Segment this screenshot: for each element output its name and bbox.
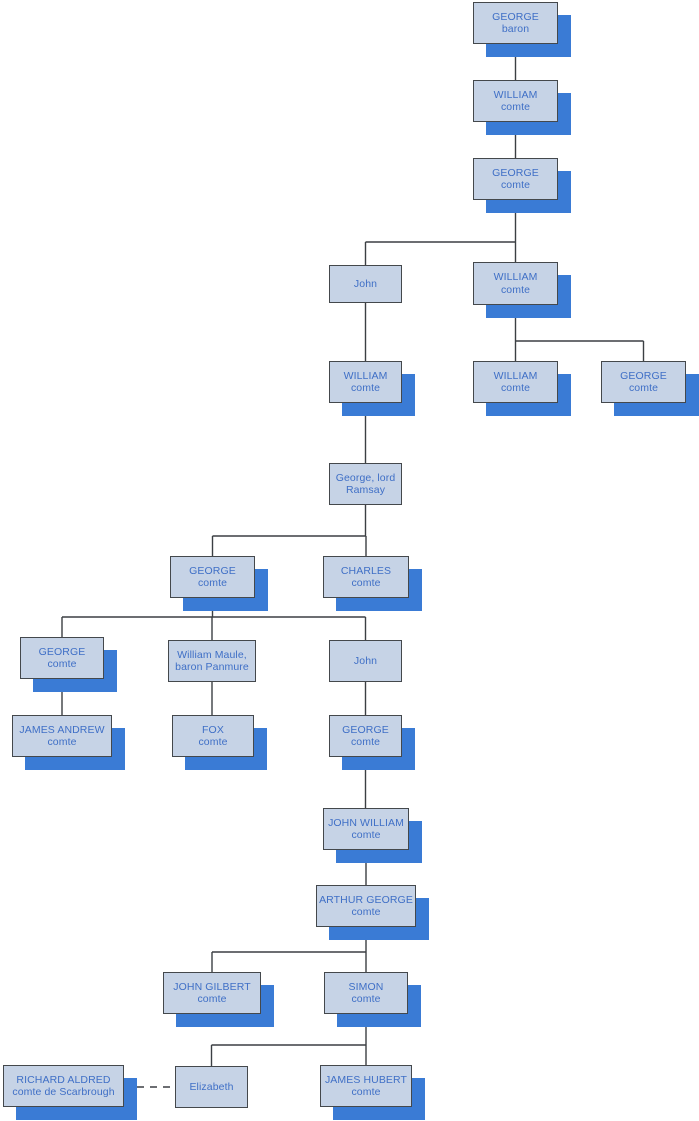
person-name: George, lord [335, 471, 396, 484]
person-name: JAMES HUBERT [324, 1073, 408, 1086]
person-title: comte [350, 382, 381, 394]
person-title: comte [628, 382, 659, 394]
person-title: comte [197, 577, 228, 589]
person-name: GEORGE [342, 723, 389, 736]
person-name: GEORGE [492, 166, 539, 179]
person-node-john[interactable]: John [329, 265, 402, 303]
person-name: GEORGE [492, 10, 539, 23]
person-title: comte [500, 101, 531, 113]
person-title: comte [351, 577, 381, 589]
person-name: CHARLES [340, 564, 392, 577]
person-title: comte [351, 993, 381, 1005]
person-name: GEORGE [189, 564, 236, 577]
person-name: ARTHUR GEORGE [319, 893, 413, 906]
person-title: Ramsay [345, 484, 386, 496]
person-name: John [353, 654, 378, 667]
person-name: GEORGE [38, 645, 86, 658]
person-name: JOHN WILLIAM [328, 816, 404, 829]
person-name: Elizabeth [189, 1080, 234, 1093]
person-name: FOX [202, 723, 224, 736]
person-name: SIMON [348, 980, 384, 993]
person-title: baron [501, 23, 530, 35]
person-name: WILLIAM [493, 369, 538, 382]
person-title: comte [197, 993, 227, 1005]
person-title: comte [500, 179, 531, 191]
person-title: comte [500, 382, 531, 394]
person-node-elizabeth[interactable]: Elizabeth [175, 1066, 248, 1108]
person-title: baron Panmure [175, 661, 249, 673]
person-name: WILLIAM [493, 88, 538, 101]
person-title: comte [351, 829, 381, 841]
person-name: William Maule, [177, 648, 247, 661]
person-name: RICHARD ALDRED [16, 1073, 111, 1086]
person-title: comte [351, 1086, 381, 1098]
person-title: comte [47, 736, 77, 748]
person-title: comte [500, 283, 531, 296]
person-title: comte de Scarbrough [12, 1086, 115, 1098]
person-name: GEORGE [620, 369, 667, 382]
person-title: comte [47, 658, 77, 670]
person-node-john[interactable]: John [329, 640, 402, 682]
person-name: WILLIAM [493, 271, 538, 283]
person-name: John [353, 277, 378, 290]
person-name: WILLIAM [343, 369, 388, 382]
person-title: comte [198, 736, 228, 748]
person-name: JAMES ANDREW [19, 723, 105, 736]
person-title: comte [351, 906, 381, 918]
person-node-william-maule-baron-panmure[interactable]: William Maule,baron Panmure [168, 640, 256, 682]
person-name: JOHN GILBERT [173, 980, 251, 993]
person-title: comte [350, 736, 381, 748]
